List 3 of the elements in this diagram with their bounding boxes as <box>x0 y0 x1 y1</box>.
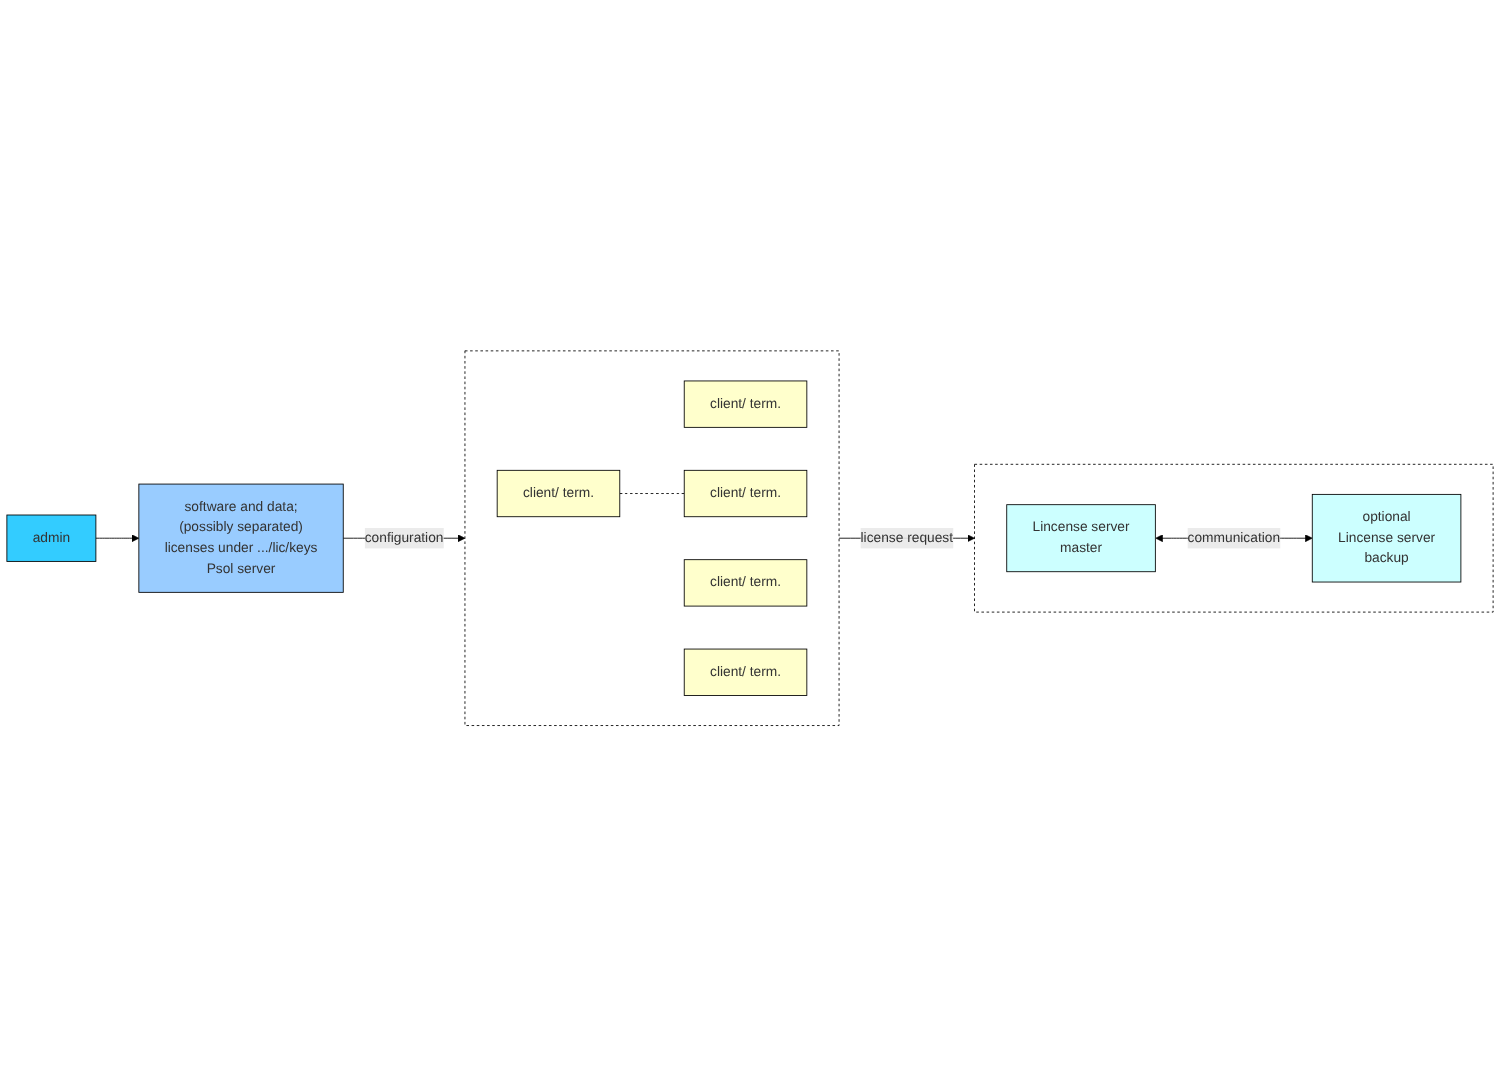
connector <box>619 492 685 494</box>
cluster <box>464 350 840 726</box>
cluster <box>974 463 1494 613</box>
